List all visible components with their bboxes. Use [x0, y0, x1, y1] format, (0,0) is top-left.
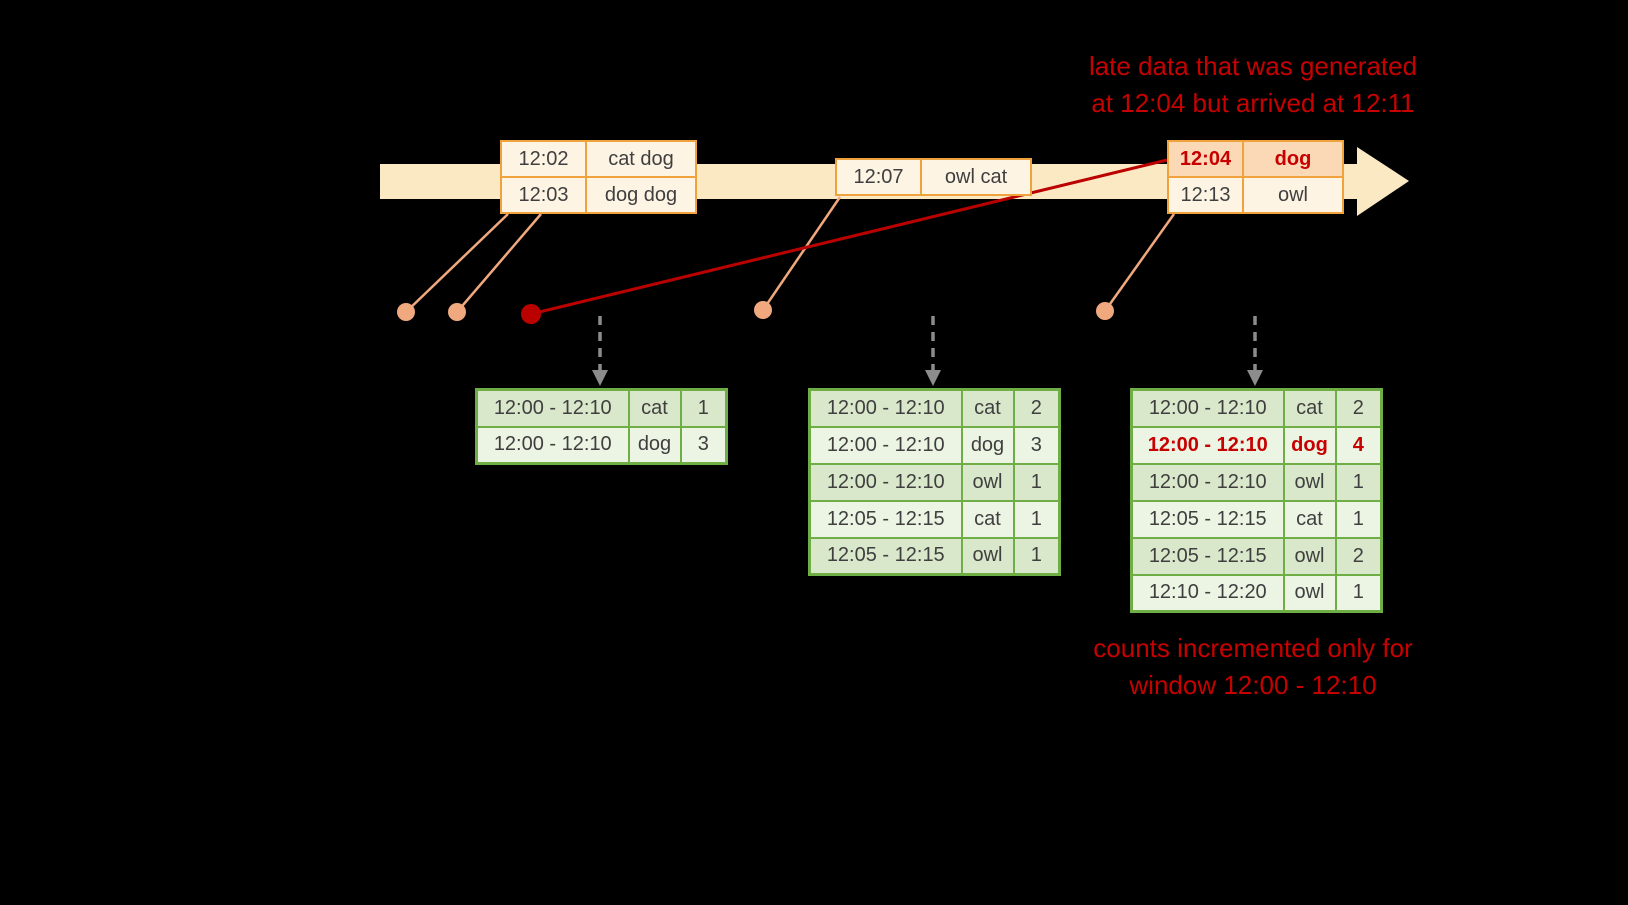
count-cell: 3: [1012, 425, 1061, 465]
event-time-cell: 12:02: [500, 140, 587, 178]
count-cell: 4: [1334, 425, 1383, 465]
word-cell: cat: [627, 388, 682, 428]
count-cell: 2: [1012, 388, 1061, 428]
annotation-line: window 12:00 - 12:10: [1129, 670, 1377, 700]
window-cell: 12:00 - 12:10: [808, 388, 963, 428]
window-cell: 12:00 - 12:10: [475, 388, 630, 428]
word-cell: owl: [1282, 536, 1337, 576]
annotation-line: counts incremented only for: [1093, 633, 1413, 663]
count-cell: 1: [1334, 573, 1383, 613]
word-cell: cat: [960, 388, 1015, 428]
event-time-cell: 12:03: [500, 176, 587, 214]
late-data-annotation: late data that was generated at 12:04 bu…: [1020, 48, 1486, 122]
window-cell: 12:00 - 12:10: [808, 462, 963, 502]
count-cell: 1: [1334, 462, 1383, 502]
window-cell: 12:00 - 12:10: [1130, 388, 1285, 428]
counts-annotation: counts incremented only for window 12:00…: [1020, 630, 1486, 704]
window-cell: 12:00 - 12:10: [1130, 425, 1285, 465]
window-cell: 12:00 - 12:10: [1130, 462, 1285, 502]
event-words-cell: dog dog: [585, 176, 697, 214]
annotation-line: late data that was generated: [1088, 51, 1418, 81]
window-cell: 12:05 - 12:15: [808, 536, 963, 576]
trigger-dot: [448, 303, 466, 321]
event-words-cell: dog: [1242, 140, 1344, 178]
window-cell: 12:05 - 12:15: [1130, 536, 1285, 576]
trigger-dots: [397, 301, 1114, 324]
trigger-dot: [397, 303, 415, 321]
window-cell: 12:00 - 12:10: [808, 425, 963, 465]
late-data-connector: [530, 158, 1168, 316]
trigger-arrows: [592, 316, 1263, 386]
trigger-dot: [754, 301, 772, 319]
event-words-cell: owl cat: [920, 158, 1032, 196]
count-cell: 1: [1012, 462, 1061, 502]
event-words-cell: owl: [1242, 176, 1344, 214]
event-time-cell: 12:13: [1167, 176, 1244, 214]
word-cell: dog: [1282, 425, 1337, 465]
event-words-cell: cat dog: [585, 140, 697, 178]
event-connectors: [405, 196, 1176, 313]
event-time-cell: 12:07: [835, 158, 922, 196]
annotation-line: at 12:04 but arrived at 12:11: [1091, 88, 1415, 118]
word-cell: owl: [960, 462, 1015, 502]
window-cell: 12:05 - 12:15: [1130, 499, 1285, 539]
trigger-dot: [1096, 302, 1114, 320]
count-cell: 1: [1012, 536, 1061, 576]
window-cell: 12:00 - 12:10: [475, 425, 630, 465]
word-cell: owl: [1282, 573, 1337, 613]
late-data-dot: [521, 304, 541, 324]
count-cell: 3: [679, 425, 728, 465]
count-cell: 1: [1012, 499, 1061, 539]
word-cell: dog: [960, 425, 1015, 465]
word-cell: owl: [1282, 462, 1337, 502]
event-time-cell: 12:04: [1167, 140, 1244, 178]
count-cell: 1: [1334, 499, 1383, 539]
word-cell: cat: [1282, 499, 1337, 539]
word-cell: owl: [960, 536, 1015, 576]
window-cell: 12:05 - 12:15: [808, 499, 963, 539]
window-cell: 12:10 - 12:20: [1130, 573, 1285, 613]
word-cell: dog: [627, 425, 682, 465]
word-cell: cat: [1282, 388, 1337, 428]
count-cell: 2: [1334, 536, 1383, 576]
word-cell: cat: [960, 499, 1015, 539]
count-cell: 1: [679, 388, 728, 428]
count-cell: 2: [1334, 388, 1383, 428]
